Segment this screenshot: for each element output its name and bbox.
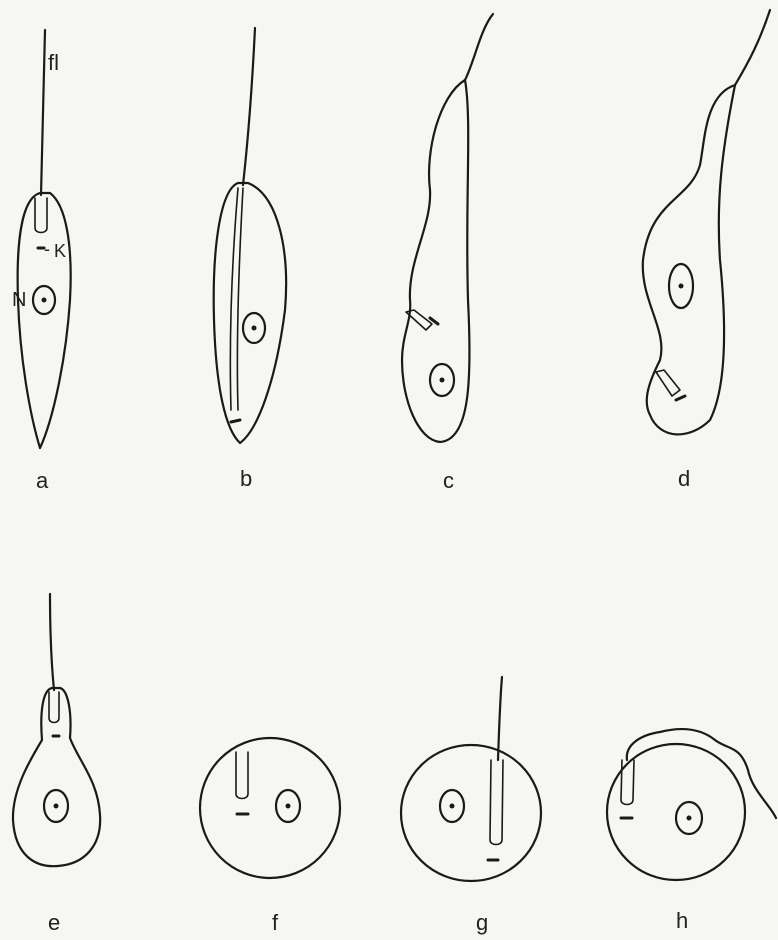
nucleolus-g [450, 804, 455, 809]
panel-label-a: a [36, 470, 48, 492]
cell-body-g [401, 745, 541, 881]
flagellar-pocket-d [656, 370, 680, 396]
cell-h [607, 729, 776, 880]
nucleus-annotation: N [12, 290, 26, 310]
flagellum-b [243, 28, 255, 185]
flagellum-annotation: fl [48, 52, 59, 74]
flagellum-g [498, 677, 502, 760]
flagellum-h [627, 729, 776, 818]
flagellar-pocket-b [237, 188, 243, 410]
flagellum-d [735, 10, 770, 85]
cell-f [200, 738, 340, 878]
kinetoplast-b [231, 420, 240, 422]
panel-label-b: b [240, 468, 252, 490]
cell-c [402, 14, 493, 442]
cell-b [214, 28, 286, 443]
panel-label-d: d [678, 468, 690, 490]
flagellar-pocket-h [621, 760, 634, 805]
nucleolus-e [54, 804, 59, 809]
nucleolus-c [440, 378, 445, 383]
flagellum-c [465, 14, 493, 80]
cell-d [643, 10, 770, 434]
cell-body-d [643, 85, 735, 434]
flagellar-pocket-g [490, 760, 503, 845]
nucleolus-f [286, 804, 291, 809]
cell-body-f [200, 738, 340, 878]
cell-body-c [402, 80, 470, 442]
kinetoplast-annotation: K [54, 242, 66, 260]
flagellar-pocket-e [49, 692, 59, 723]
panel-label-g: g [476, 912, 488, 934]
kinetoplast-annotation-dash: - [44, 240, 50, 258]
flagellum-e [50, 594, 54, 690]
nucleolus-d [679, 284, 684, 289]
nucleolus-b [252, 326, 257, 331]
flagellar-pocket-a [35, 198, 47, 233]
cell-g [401, 677, 541, 881]
kinetoplast-d [676, 396, 685, 400]
cell-e [13, 594, 100, 866]
panel-label-h: h [676, 910, 688, 932]
cell-body-e [13, 688, 100, 866]
nucleolus-h [687, 816, 692, 821]
flagellum-a [41, 30, 45, 195]
panel-label-c: c [443, 470, 454, 492]
flagellar-pocket-f [236, 752, 248, 799]
nucleolus-a [42, 298, 47, 303]
panel-label-f: f [272, 912, 278, 934]
panel-label-e: e [48, 912, 60, 934]
